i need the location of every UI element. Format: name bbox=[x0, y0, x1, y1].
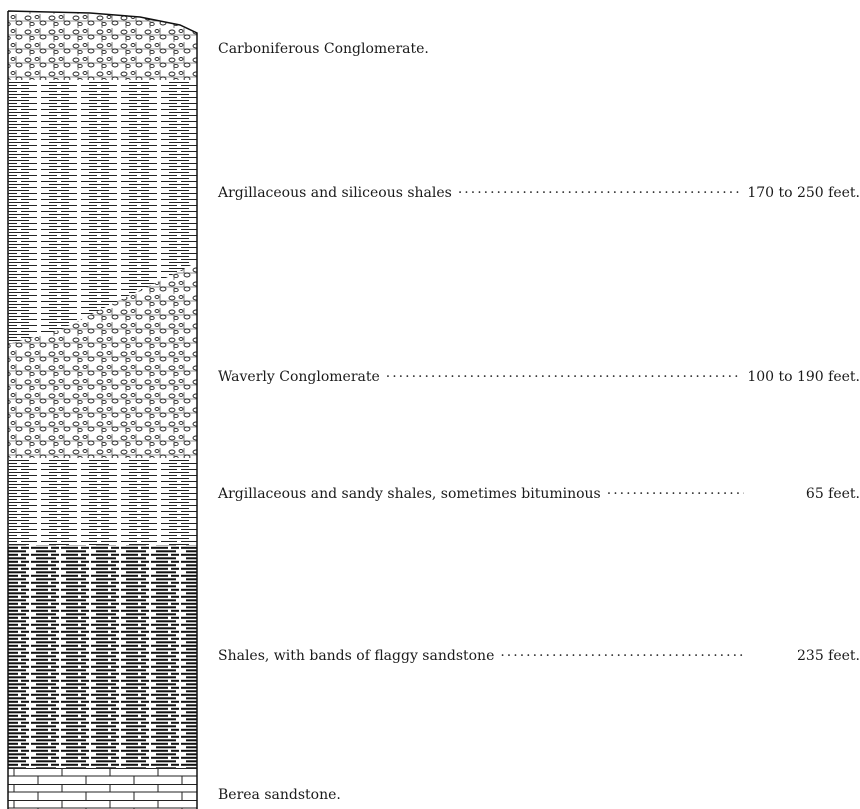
leader-dots: ········································… bbox=[457, 185, 742, 201]
layer-thickness: 170 to 250 feet. bbox=[747, 185, 860, 201]
layer-berea-sandstone bbox=[8, 768, 197, 809]
layer-thickness: 65 feet. bbox=[805, 486, 860, 502]
layer-name: Argillaceous and siliceous shales bbox=[218, 185, 452, 201]
leader-dots: ········································… bbox=[500, 648, 744, 664]
row-shales-flaggy-sandstone: Shales, with bands of flaggy sandstone ·… bbox=[218, 647, 860, 665]
label-carboniferous-conglomerate: Carboniferous Conglomerate. bbox=[218, 41, 429, 57]
layer-thickness: 235 feet. bbox=[797, 648, 860, 664]
leader-dots: ········································… bbox=[385, 369, 742, 385]
layer-thickness: 100 to 190 feet. bbox=[747, 369, 860, 385]
label-berea-sandstone: Berea sandstone. bbox=[218, 787, 341, 803]
leader-dots: ········································… bbox=[606, 486, 744, 502]
layer-name: Argillaceous and sandy shales, sometimes… bbox=[218, 486, 601, 502]
layer-name: Shales, with bands of flaggy sandstone bbox=[218, 648, 495, 664]
row-argillaceous-sandy-shales: Argillaceous and sandy shales, sometimes… bbox=[218, 485, 860, 503]
layer-name: Waverly Conglomerate bbox=[218, 369, 380, 385]
layer-flaggy-shales bbox=[8, 545, 197, 768]
stratigraphic-column bbox=[7, 10, 198, 809]
layer-waverly-conglomerate bbox=[8, 262, 197, 458]
row-argillaceous-siliceous-shales: Argillaceous and siliceous shales ······… bbox=[218, 184, 860, 202]
row-waverly-conglomerate: Waverly Conglomerate ···················… bbox=[218, 368, 860, 386]
column-outline bbox=[7, 10, 198, 809]
